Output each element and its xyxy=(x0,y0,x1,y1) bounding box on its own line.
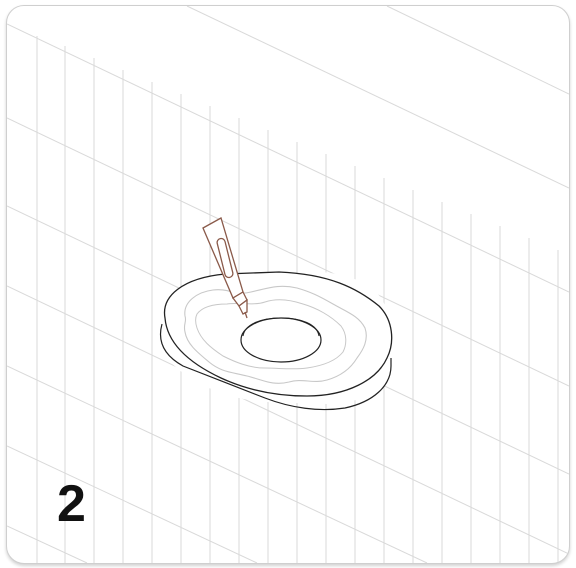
step-number: 2 xyxy=(57,475,86,533)
sealant-tube-icon xyxy=(202,217,248,319)
drain-flange xyxy=(157,271,393,411)
instruction-card: 2 xyxy=(6,5,570,564)
install-illustration xyxy=(7,6,569,563)
